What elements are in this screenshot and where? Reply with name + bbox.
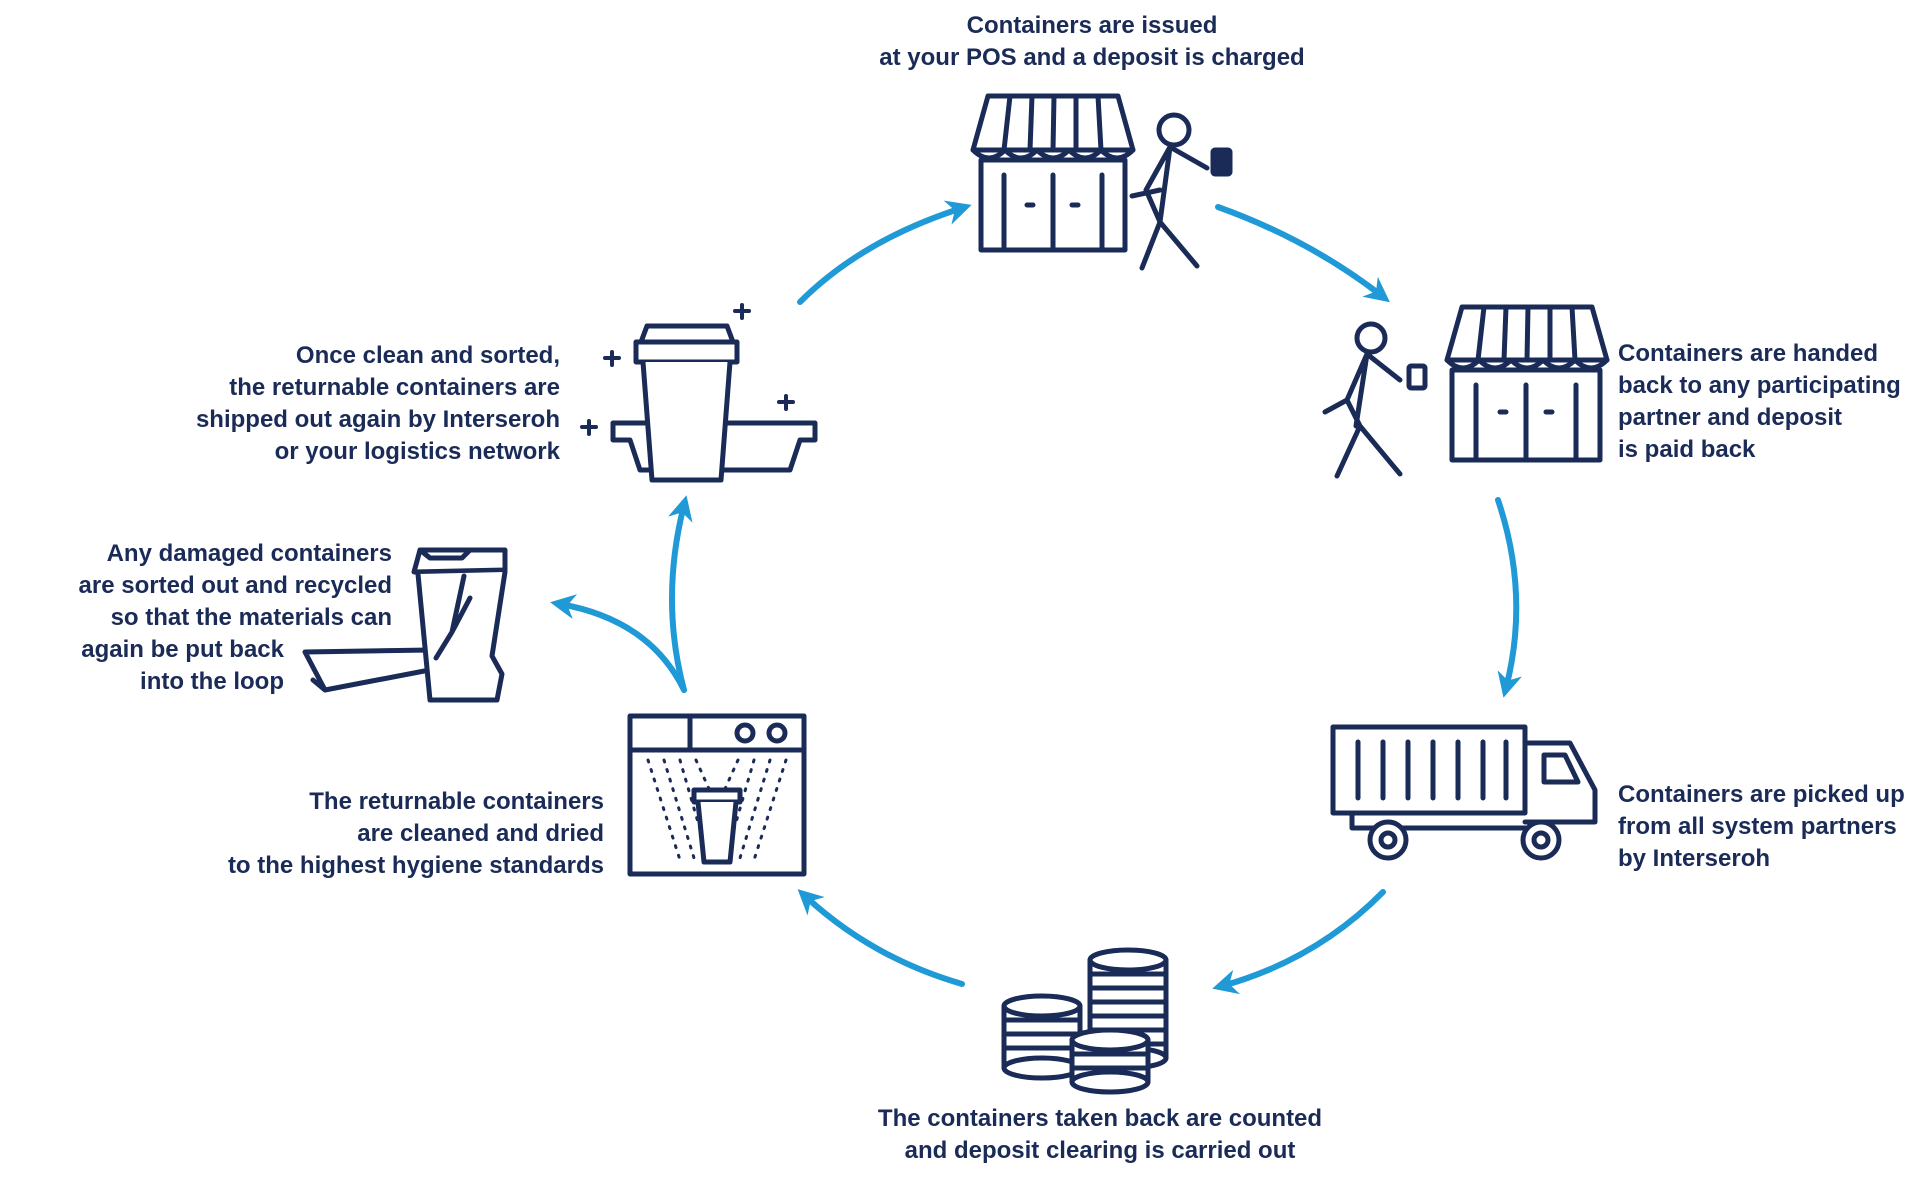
cycle-arrows (550, 200, 1522, 995)
step-clearing-caption: The containers taken back are counted an… (877, 1105, 1323, 1164)
person-returning-to-shop-icon (1322, 304, 1610, 479)
arrow-washer-to-clean-cup (668, 495, 693, 693)
step-recycling-caption: Any damaged containers are sorted out an… (78, 540, 392, 695)
truck-icon (1330, 724, 1598, 861)
coin-stacks-icon (1001, 947, 1169, 1095)
step-reshipping-caption: Once clean and sorted, the returnable co… (195, 342, 560, 465)
arrow-coins-to-washer (797, 889, 965, 987)
arrow-truck-to-coins (1212, 889, 1386, 995)
shop-with-person-icon (970, 93, 1233, 271)
broken-container-icon (302, 547, 508, 703)
step-return-caption: Containers are handed back to any partic… (1618, 340, 1901, 463)
arrow-return-to-truck (1495, 497, 1522, 698)
arrow-washer-to-recycling (550, 594, 687, 693)
washing-machine-icon (627, 713, 807, 877)
step-pickup-caption: Containers are picked up from all system… (1618, 781, 1905, 872)
step-cleaning-caption: The returnable containers are cleaned an… (227, 788, 604, 879)
step-issue-caption: Containers are issued at your POS and a … (879, 12, 1305, 71)
clean-cup-icon (580, 303, 818, 483)
arrow-issue-to-return (1215, 204, 1390, 303)
arrow-clean-cup-to-issue (797, 200, 972, 305)
